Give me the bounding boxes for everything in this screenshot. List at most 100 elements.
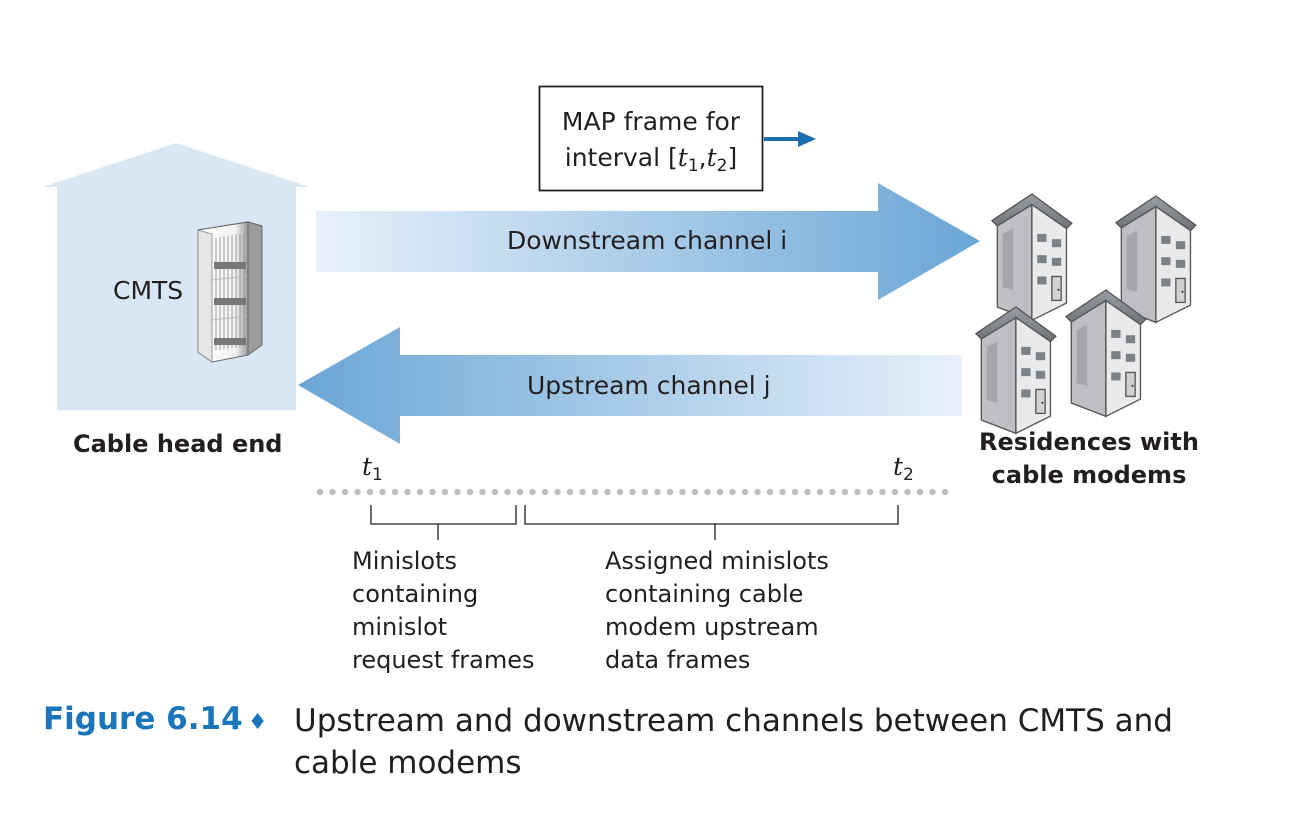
map-t2-sub: 2 [716, 156, 728, 176]
residence-house-icon [1115, 195, 1197, 324]
minislots-line: Minislots [352, 547, 458, 575]
timeline-dot [416, 488, 424, 496]
timeline-dot [766, 488, 774, 496]
residences-caption-line1: Residences with [979, 428, 1199, 456]
figure-number: Figure 6.14 ♦ [43, 701, 267, 737]
timeline-dot [779, 488, 786, 496]
timeline-dot [629, 488, 636, 496]
timeline-dot [454, 488, 461, 496]
assigned-line: modem upstream [605, 613, 819, 641]
downstream-label: Downstream channel i [507, 226, 788, 255]
minislots-line: containing [352, 580, 479, 608]
minislot-timeline [316, 488, 949, 496]
residences-caption: Residences with cable modems [968, 426, 1210, 492]
timeline-dot [379, 488, 386, 496]
minislots-brace [370, 505, 517, 525]
residence-house-icon [991, 193, 1073, 322]
cmts-rack-icon [197, 221, 263, 363]
timeline-dot [554, 488, 561, 496]
timeline-dot [729, 488, 736, 496]
timeline-dot [804, 488, 811, 496]
map-frame-comma: , [698, 143, 707, 172]
t1-marker: t1 [362, 452, 383, 485]
timeline-dot [579, 488, 586, 496]
timeline-dot [666, 488, 674, 496]
timeline-dot [604, 488, 611, 496]
downstream-arrow [316, 183, 980, 300]
timeline-dot [316, 488, 324, 496]
caption-diamond: ♦ [247, 710, 268, 735]
assigned-annotation: Assigned minislots containing cable mode… [605, 545, 829, 677]
assigned-brace [524, 505, 899, 525]
map-frame-prefix: interval [ [564, 143, 678, 172]
minislots-annotation: Minislots containing minislot request fr… [352, 545, 535, 677]
timeline-dot [566, 488, 574, 496]
t1-sub: 1 [372, 465, 383, 485]
timeline-dot [879, 488, 886, 496]
timeline-dot [704, 488, 711, 496]
timeline-dot [691, 488, 699, 496]
timeline-dot [441, 488, 449, 496]
timeline-dot [816, 488, 824, 496]
t2-var: t [893, 452, 904, 481]
timeline-dot [741, 488, 749, 496]
figure-label: Figure 6.14 [43, 701, 243, 737]
map-frame-line2: interval [t1,t2] [540, 140, 762, 184]
timeline-dot [404, 488, 411, 496]
timeline-dot [429, 488, 436, 496]
timeline-dot [716, 488, 724, 496]
residences-caption-line2: cable modems [991, 461, 1187, 489]
map-frame-line1: MAP frame for [561, 107, 741, 136]
timeline-dot [354, 488, 361, 496]
caption-line1: Upstream and downstream channels between… [294, 703, 1173, 739]
assigned-line: containing cable [605, 580, 804, 608]
timeline-dot [329, 488, 336, 496]
assigned-line: data frames [605, 646, 751, 674]
timeline-dot [941, 488, 949, 496]
timeline-dot [491, 488, 499, 496]
timeline-dot [466, 488, 474, 496]
timeline-dot [654, 488, 661, 496]
timeline-dot [616, 488, 624, 496]
timeline-dot [904, 488, 911, 496]
timeline-dot [829, 488, 836, 496]
timeline-dot [504, 488, 511, 496]
caption-line2: cable modems [294, 745, 522, 781]
upstream-arrow [298, 327, 962, 444]
minislots-line: minislot [352, 613, 448, 641]
map-frame-suffix: ] [727, 143, 738, 172]
headend-caption: Cable head end [73, 430, 283, 458]
map-t2-var: t [706, 143, 717, 172]
timeline-dot [641, 488, 649, 496]
timeline-dot [866, 488, 874, 496]
timeline-dot [529, 488, 536, 496]
t1-var: t [362, 452, 373, 481]
timeline-dot [754, 488, 761, 496]
timeline-dot [854, 488, 861, 496]
assigned-line: Assigned minislots [605, 547, 829, 575]
map-t1-sub: 1 [687, 156, 699, 176]
timeline-dot [591, 488, 599, 496]
map-frame-box [538, 85, 764, 192]
timeline-dot [391, 488, 399, 496]
minislots-line: request frames [352, 646, 535, 674]
timeline-dot [929, 488, 936, 496]
timeline-dot [916, 488, 924, 496]
timeline-dot [366, 488, 374, 496]
timeline-dot [679, 488, 686, 496]
upstream-label: Upstream channel j [527, 371, 771, 400]
timeline-dot [341, 488, 349, 496]
map-frame-arrow [764, 131, 816, 147]
t2-marker: t2 [893, 452, 914, 485]
residence-house-icon [975, 306, 1057, 435]
timeline-dot [791, 488, 799, 496]
t2-sub: 2 [903, 465, 914, 485]
timeline-dot [479, 488, 486, 496]
timeline-dot [541, 488, 549, 496]
timeline-dot [891, 488, 899, 496]
figure-caption: Upstream and downstream channels between… [294, 700, 1173, 784]
map-frame-text: MAP frame for interval [t1,t2] [540, 104, 762, 184]
map-t1-var: t [677, 143, 688, 172]
cmts-label: CMTS [113, 276, 184, 305]
